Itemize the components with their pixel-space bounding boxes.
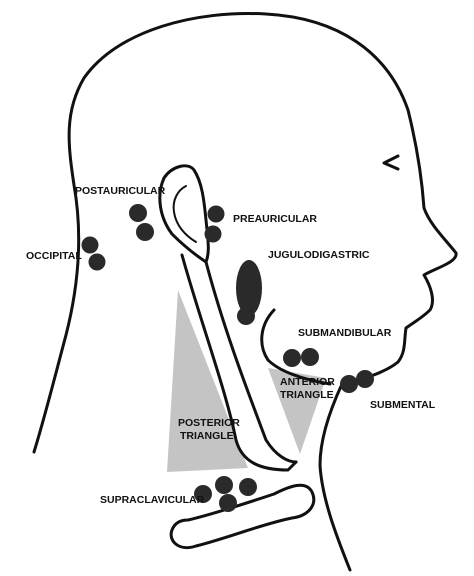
occipital-node <box>88 253 106 271</box>
ear-outline <box>158 164 210 264</box>
jugulodigastric-node <box>237 307 255 325</box>
preauricular-node <box>204 225 222 243</box>
front-neck-outline <box>318 382 352 572</box>
supraclavicular-node <box>219 494 237 512</box>
supraclavicular-node <box>194 485 212 503</box>
label-occipital: OCCIPITAL <box>26 250 82 262</box>
clavicle <box>169 483 316 549</box>
anterior-triangle-region <box>268 368 326 454</box>
submandibular-node <box>283 349 301 367</box>
occipital-node <box>81 236 99 254</box>
label-submental: SUBMENTAL <box>370 399 436 411</box>
label-anterior-triangle-line2: TRIANGLE <box>280 389 334 401</box>
label-postauricular: POSTAURICULAR <box>75 185 166 197</box>
label-jugulodigastric: JUGULODIGASTRIC <box>268 249 370 261</box>
label-posterior-triangle-line2: TRIANGLE <box>180 430 234 442</box>
preauricular-node <box>207 205 225 223</box>
submandibular-node <box>301 348 319 366</box>
label-anterior-triangle-line1: ANTERIOR <box>280 376 335 388</box>
sternocleidomastoid-band <box>180 253 298 472</box>
head-outline <box>32 12 458 454</box>
label-submandibular: SUBMANDIBULAR <box>298 327 392 339</box>
jaw-line <box>260 308 332 386</box>
jugulodigastric-node <box>236 260 262 316</box>
submental-node <box>340 375 358 393</box>
submental-node <box>356 370 374 388</box>
label-posterior-triangle-line1: POSTERIOR <box>178 417 240 429</box>
label-preauricular: PREAURICULAR <box>233 213 317 225</box>
posterior-triangle-region <box>167 290 248 472</box>
label-supraclavicular: SUPRACLAVICULAR <box>100 494 205 506</box>
supraclavicular-node <box>239 478 257 496</box>
supraclavicular-node <box>215 476 233 494</box>
postauricular-node <box>129 204 147 222</box>
sternocleidomastoid-band-inner <box>204 260 298 464</box>
postauricular-node <box>136 223 154 241</box>
eye-mark <box>382 154 400 171</box>
ear-inner-fold <box>172 185 197 243</box>
